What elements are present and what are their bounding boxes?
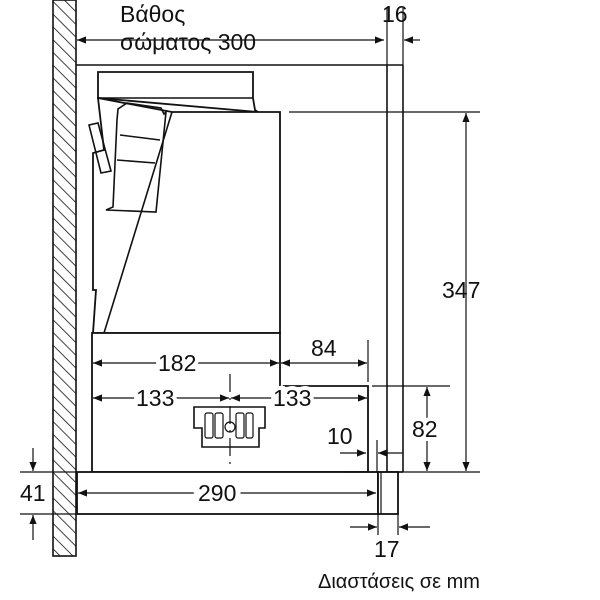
dim-182-label: 182	[158, 350, 196, 376]
dim-10-label: 10	[327, 423, 353, 449]
cabinet-outline	[76, 64, 404, 473]
dim-133-left-label: 133	[136, 385, 174, 411]
depth-label-line2: σώματος 300	[120, 29, 256, 55]
dim-16-label: 16	[382, 1, 408, 27]
hood-body	[76, 71, 399, 515]
depth-label-line1: Βάθος	[120, 1, 185, 27]
dim-17-label: 17	[374, 536, 400, 562]
units-note: Διαστάσεις σε mm	[318, 571, 480, 593]
dimension-lines	[20, 8, 480, 540]
dim-41-label: 41	[20, 480, 46, 506]
dim-84-label: 84	[311, 335, 337, 361]
dim-347-label: 347	[442, 277, 480, 303]
dim-133-right-label: 133	[273, 385, 311, 411]
filter-unit-icon	[193, 374, 266, 465]
dim-82-label: 82	[412, 416, 438, 442]
dim-290-label: 290	[198, 480, 236, 506]
wall-hatched	[52, 0, 77, 557]
